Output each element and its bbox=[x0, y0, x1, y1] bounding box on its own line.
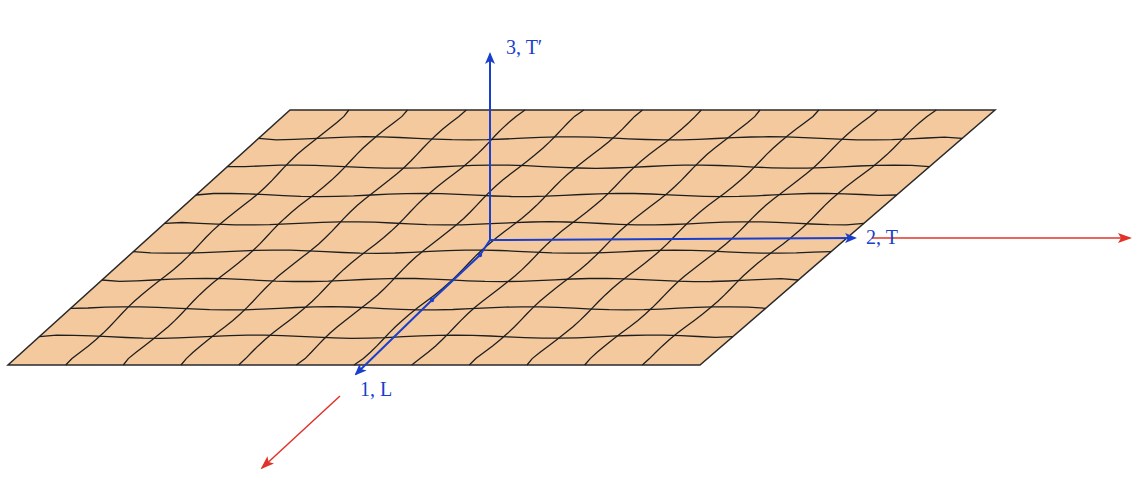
axis-label-3: 3, T′ bbox=[506, 36, 542, 59]
axis-dot bbox=[430, 298, 434, 302]
load-arrow-longitudinal bbox=[262, 396, 340, 468]
warp-line bbox=[469, 110, 760, 365]
warp-line bbox=[239, 110, 525, 365]
warp-line bbox=[181, 110, 466, 365]
weave-grid bbox=[39, 110, 962, 365]
axis-label-1: 1, L bbox=[360, 378, 392, 401]
axis-3 bbox=[489, 54, 491, 240]
axis-label-2: 2, T bbox=[866, 226, 898, 249]
load-arrow-transverse bbox=[872, 237, 1130, 239]
axis-1 bbox=[356, 240, 490, 374]
warp-line bbox=[354, 110, 643, 365]
axis-dot bbox=[478, 253, 482, 257]
warp-line bbox=[123, 110, 407, 365]
warp-line bbox=[296, 110, 584, 365]
axis-2 bbox=[490, 238, 855, 240]
fabric-sheet bbox=[8, 110, 995, 365]
warp-line bbox=[66, 110, 349, 365]
warp-line bbox=[412, 110, 702, 365]
